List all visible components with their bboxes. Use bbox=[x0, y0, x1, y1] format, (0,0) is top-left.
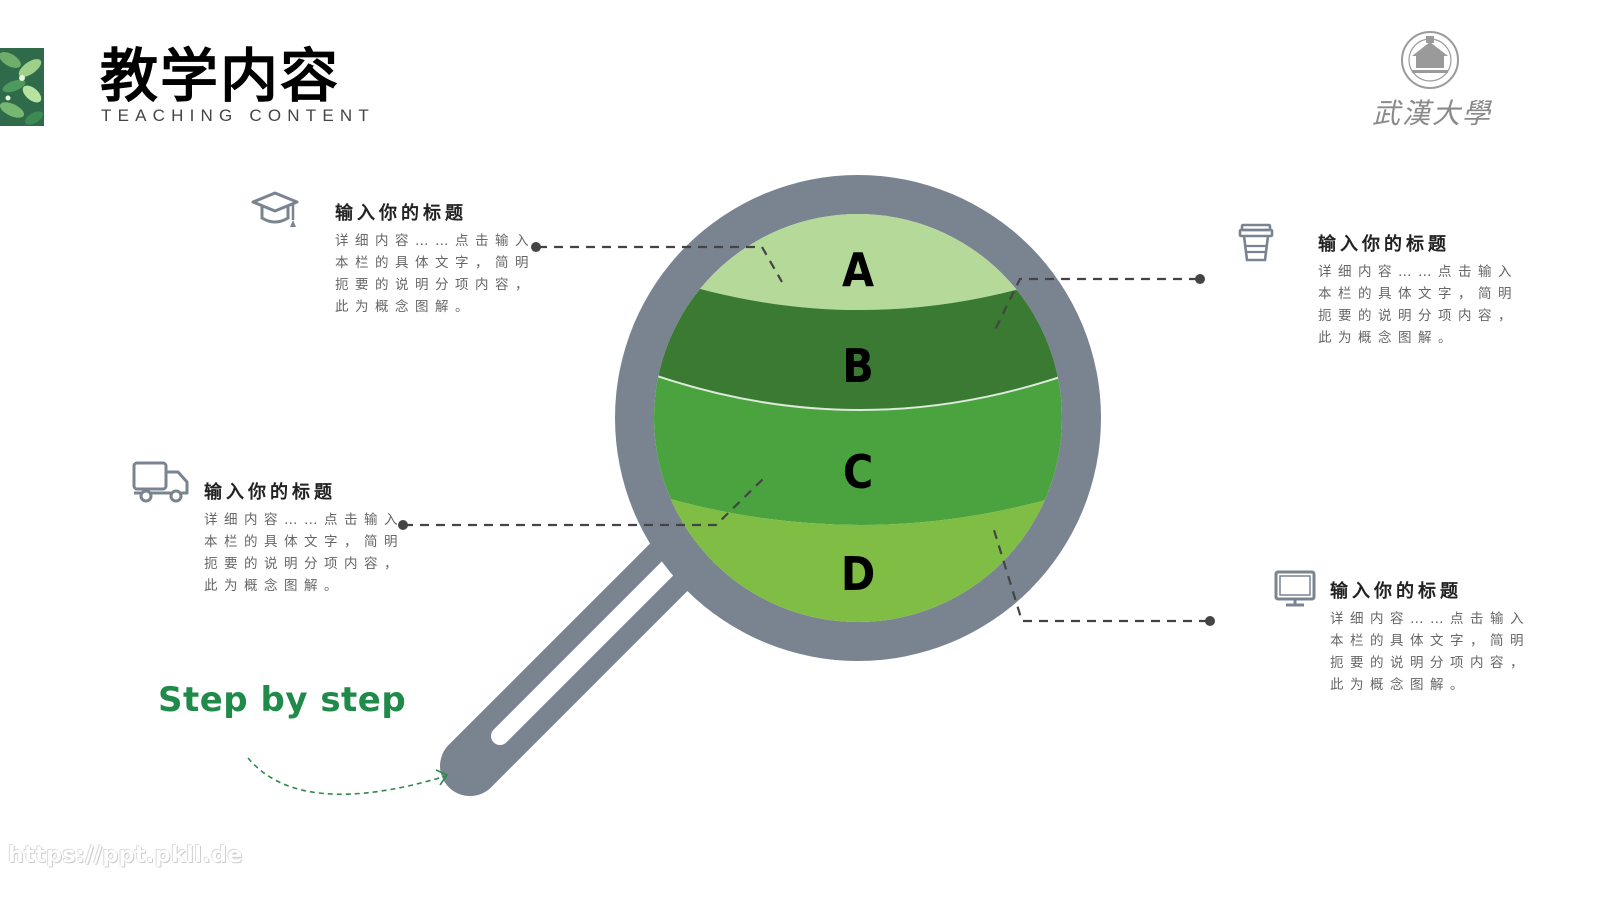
leaf-image bbox=[0, 48, 44, 126]
info-block-title: 输入你的标题 bbox=[1318, 234, 1450, 255]
info-block-title: 输入你的标题 bbox=[1330, 581, 1462, 602]
university-seal-icon bbox=[1382, 28, 1478, 134]
segment-c bbox=[654, 370, 1062, 525]
monitor-icon bbox=[1274, 570, 1316, 612]
graduation-cap-icon bbox=[250, 190, 300, 238]
step-arrow-head bbox=[435, 769, 449, 786]
step-arrow bbox=[247, 757, 447, 796]
info-block-body: 详细内容……点击输入本栏的具体文字，简明扼要的说明分项内容，此为概念图解。 bbox=[204, 512, 404, 594]
info-block-body: 详细内容……点击输入本栏的具体文字，简明扼要的说明分项内容，此为概念图解。 bbox=[1318, 264, 1518, 346]
info-block-title: 输入你的标题 bbox=[335, 203, 467, 224]
connector-b bbox=[992, 277, 1198, 335]
page-title: 教学内容 bbox=[100, 42, 341, 110]
watermark-text: https://ppt.pkll.de bbox=[8, 843, 243, 868]
cup-icon bbox=[1238, 222, 1274, 268]
university-logo-text: 武漢大學 bbox=[1372, 97, 1493, 130]
segment-d-label: D bbox=[841, 547, 875, 601]
connector-dot-a bbox=[531, 242, 541, 252]
info-block-body: 详细内容……点击输入本栏的具体文字，简明扼要的说明分项内容，此为概念图解。 bbox=[335, 233, 535, 315]
connector-dot-c bbox=[398, 520, 408, 530]
segment-a-label: A bbox=[842, 243, 874, 297]
info-block-title: 输入你的标题 bbox=[204, 482, 336, 503]
truck-icon bbox=[132, 460, 190, 508]
connector-dot-d bbox=[1205, 616, 1215, 626]
segment-b bbox=[654, 270, 1062, 410]
connector-a bbox=[538, 245, 783, 283]
page-subtitle: TEACHING CONTENT bbox=[101, 106, 375, 125]
step-by-step-text: Step by step bbox=[158, 680, 407, 720]
segment-b-label: B bbox=[842, 339, 874, 393]
segment-c-label: C bbox=[843, 445, 873, 499]
info-block-b: 输入你的标题 详细内容……点击输入本栏的具体文字，简明扼要的说明分项内容，此为概… bbox=[1318, 233, 1518, 349]
info-block-body: 详细内容……点击输入本栏的具体文字，简明扼要的说明分项内容，此为概念图解。 bbox=[1330, 611, 1530, 693]
info-block-a: 输入你的标题 详细内容……点击输入本栏的具体文字，简明扼要的说明分项内容，此为概… bbox=[335, 202, 535, 318]
info-block-d: 输入你的标题 详细内容……点击输入本栏的具体文字，简明扼要的说明分项内容，此为概… bbox=[1330, 580, 1530, 696]
info-block-c: 输入你的标题 详细内容……点击输入本栏的具体文字，简明扼要的说明分项内容，此为概… bbox=[204, 481, 404, 597]
connector-c bbox=[404, 477, 765, 527]
connector-dot-b bbox=[1195, 274, 1205, 284]
